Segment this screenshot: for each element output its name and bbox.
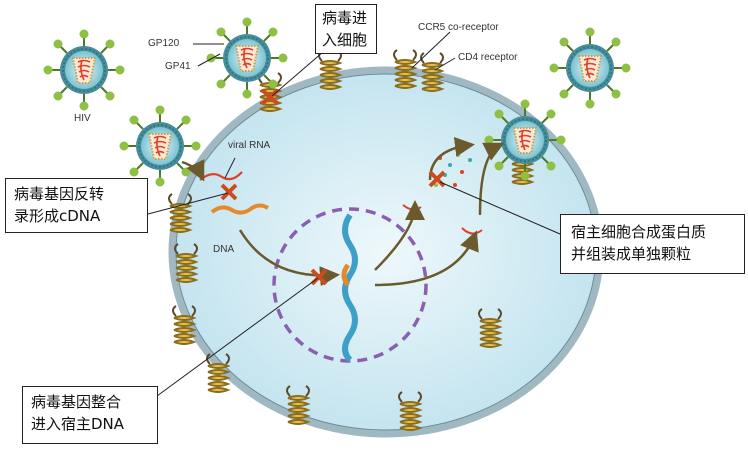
callout-protein-assembly: 宿主细胞合成蛋白质 并组装成单独颗粒	[560, 214, 745, 274]
nucleus	[272, 207, 428, 363]
cdna-strand	[210, 203, 270, 215]
callout-line: 病毒进	[322, 9, 368, 27]
hiv-virus-budding	[483, 98, 567, 182]
hiv-virus-free	[42, 28, 126, 112]
viral-rna-strand	[199, 171, 243, 181]
x-icon-integration	[310, 268, 328, 286]
callout-line: 录形成cDNA	[14, 207, 101, 225]
callout-line: 宿主细胞合成蛋白质	[571, 223, 707, 241]
callout-line: 病毒基因整合	[31, 393, 122, 411]
hiv-virus-fusing	[118, 104, 202, 188]
inhibitor-x-icons	[220, 88, 446, 286]
label-gp41: GP41	[165, 61, 191, 72]
label-cd4: CD4 receptor	[458, 52, 518, 63]
x-icon-rt	[220, 183, 238, 201]
label-viral-rna: viral RNA	[228, 140, 271, 151]
callout-line: 入细胞	[322, 31, 368, 49]
callout-virus-entry: 病毒进 入细胞	[315, 4, 377, 54]
label-gp120: GP120	[148, 38, 180, 49]
label-ccr5: CCR5 co-receptor	[418, 22, 499, 33]
callout-line: 进入宿主DNA	[31, 415, 125, 433]
hiv-virus-binding	[205, 16, 289, 100]
x-icon-assembly	[428, 170, 446, 188]
host-dna-helix	[342, 213, 358, 363]
label-dna: DNA	[213, 244, 235, 255]
callout-reverse-transcription: 病毒基因反转 录形成cDNA	[5, 178, 148, 233]
callout-line: 病毒基因反转	[14, 185, 105, 203]
hiv-virus-released	[548, 26, 632, 110]
x-icon-entry	[260, 88, 280, 106]
callout-integration: 病毒基因整合 进入宿主DNA	[22, 386, 158, 444]
callout-line: 并组装成单独颗粒	[571, 245, 692, 263]
label-hiv: HIV	[74, 113, 91, 124]
